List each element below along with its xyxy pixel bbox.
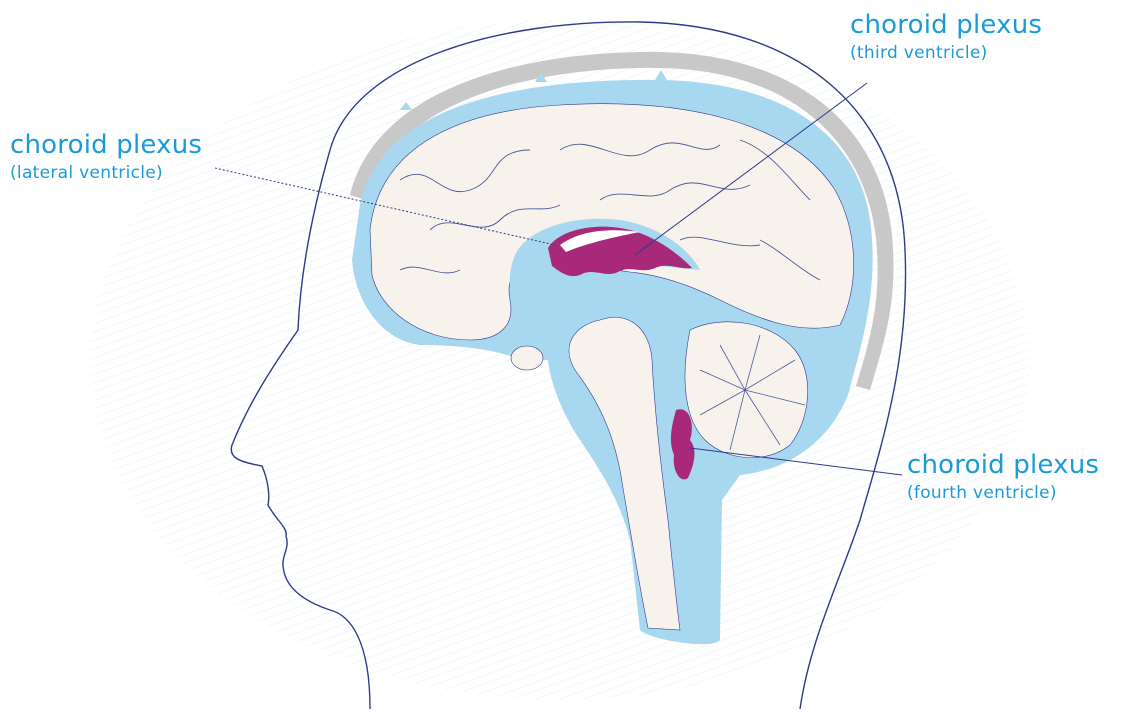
label-fourth: choroid plexus (fourth ventricle)	[907, 452, 1099, 502]
label-third: choroid plexus (third ventricle)	[850, 12, 1042, 62]
label-third-subtitle: (third ventricle)	[850, 45, 1042, 62]
label-fourth-subtitle: (fourth ventricle)	[907, 485, 1099, 502]
label-lateral-title: choroid plexus	[10, 132, 202, 158]
label-lateral-subtitle: (lateral ventricle)	[10, 165, 202, 182]
label-third-title: choroid plexus	[850, 12, 1042, 38]
label-lateral: choroid plexus (lateral ventricle)	[10, 132, 202, 182]
label-fourth-title: choroid plexus	[907, 452, 1099, 478]
pituitary	[511, 346, 543, 370]
